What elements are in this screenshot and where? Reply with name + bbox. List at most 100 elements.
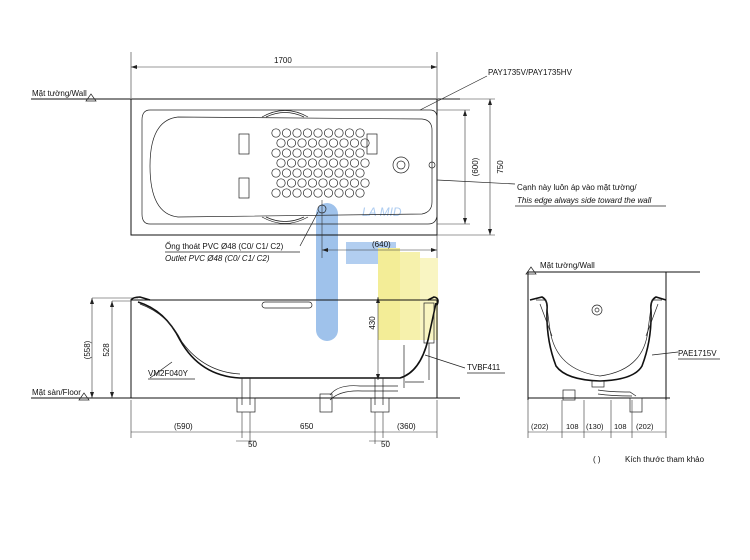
plan-view: 1700 Mặt tường/Wall: [31, 52, 666, 263]
dimple-circle: [292, 168, 302, 178]
watermark-text: LA MID: [362, 205, 402, 219]
dimple-circle: [355, 148, 365, 158]
legend: ( ) Kích thước tham khảo: [593, 455, 705, 464]
dimple-circle: [344, 188, 355, 198]
dimple-circle: [271, 148, 281, 158]
dimple-circle: [328, 158, 339, 168]
dimple-circle: [344, 148, 355, 158]
dimple-circle: [281, 188, 292, 198]
dimple-circle: [334, 188, 344, 198]
dimple-circle: [328, 178, 339, 188]
dim-bottom-mid: 650: [300, 422, 314, 431]
dimple-circle: [339, 138, 349, 148]
dimple-circle: [307, 158, 318, 168]
dimple-circle: [349, 178, 360, 188]
model-drain-label: TVBF411: [467, 363, 501, 372]
dimple-circle: [302, 168, 313, 178]
dimple-circle: [339, 178, 349, 188]
model-panel-label: PAE1715V: [678, 349, 717, 358]
dimple-circle: [318, 158, 328, 168]
dimple-circle: [318, 138, 328, 148]
dim-plan-inner: (600): [471, 157, 480, 176]
dimple-circle: [276, 158, 286, 168]
dimple-circle: [355, 168, 365, 178]
dimple-circle: [292, 128, 302, 138]
dim-side-a: (202): [531, 422, 549, 431]
dim-height-drain: 430: [368, 316, 377, 330]
dimple-circle: [360, 138, 370, 148]
dim-bottom-left: (590): [174, 422, 193, 431]
dimple-circle: [328, 138, 339, 148]
dimple-circle: [292, 188, 302, 198]
dimple-circle: [339, 158, 349, 168]
dimple-circle: [286, 158, 297, 168]
dimple-circle: [292, 148, 302, 158]
outlet-label-en: Outlet PVC Ø48 (C0/ C1/ C2): [165, 254, 270, 263]
dimple-circle: [323, 128, 334, 138]
floor-label: Mặt sàn/Floor: [32, 388, 81, 397]
dim-side-c: (130): [586, 422, 604, 431]
side-elevation: Mặt tường/Wall PAE1715V (202) 108 (130): [525, 261, 720, 438]
front-elevation: Mặt sàn/Floor (55: [31, 296, 505, 449]
dim-side-d: 108: [614, 422, 627, 431]
dim-height-total: (558): [83, 340, 92, 359]
dim-height-tub: 528: [102, 343, 111, 357]
dimple-circle: [334, 128, 344, 138]
dimple-circle: [297, 158, 307, 168]
dimple-circle: [323, 148, 334, 158]
dimple-circle: [286, 178, 297, 188]
dim-plan-width: 750: [496, 160, 505, 174]
dimple-circle: [276, 178, 286, 188]
dimple-circle: [334, 168, 344, 178]
dimple-circle: [313, 168, 323, 178]
dimple-circle: [281, 128, 292, 138]
dimple-circle: [344, 128, 355, 138]
dimple-circle: [355, 188, 365, 198]
dimple-circle: [281, 168, 292, 178]
dimple-circle: [360, 178, 370, 188]
dimple-circle: [297, 178, 307, 188]
dimple-circle: [355, 128, 365, 138]
dimple-circle: [323, 168, 334, 178]
edge-note-en: This edge always side toward the wall: [517, 196, 652, 205]
dim-side-e: (202): [636, 422, 654, 431]
watermark-logo: LA MID: [316, 203, 438, 341]
dim-leg-left: 50: [248, 440, 257, 449]
dimple-circle: [313, 188, 323, 198]
edge-note-vi: Cạnh này luôn áp vào mặt tường/: [517, 183, 637, 192]
dimple-circle: [307, 178, 318, 188]
dimple-circle: [276, 138, 286, 148]
wall-label-plan: Mặt tường/Wall: [32, 89, 87, 98]
dimple-circle: [302, 188, 313, 198]
dimple-circle: [297, 138, 307, 148]
dimple-circle: [344, 168, 355, 178]
dimple-circle: [313, 128, 323, 138]
dimple-circle: [360, 158, 370, 168]
dimple-circle: [349, 158, 360, 168]
wall-label-side: Mặt tường/Wall: [540, 261, 595, 270]
dimple-circle: [349, 138, 360, 148]
dimple-circle: [334, 148, 344, 158]
dim-plan-length: 1700: [274, 56, 292, 65]
dimple-circle: [271, 188, 281, 198]
dim-side-b: 108: [566, 422, 579, 431]
dimple-pattern: [271, 128, 370, 198]
dimple-circle: [302, 128, 313, 138]
dim-leg-right: 50: [381, 440, 390, 449]
legend-paren: ( ): [593, 455, 601, 464]
dim-outlet-offset: (640): [372, 240, 391, 249]
dim-bottom-right: (360): [397, 422, 416, 431]
dimple-circle: [271, 168, 281, 178]
dimple-circle: [307, 138, 318, 148]
dimple-circle: [271, 128, 281, 138]
dimple-circle: [302, 148, 313, 158]
legend-text: Kích thước tham khảo: [625, 455, 705, 464]
dimple-circle: [323, 188, 334, 198]
model-leg-label: VM2F040Y: [148, 369, 189, 378]
model-tub-label: PAY1735V/PAY1735HV: [488, 68, 573, 77]
dimple-circle: [286, 138, 297, 148]
dimple-circle: [281, 148, 292, 158]
outlet-label-vi: Ống thoát PVC Ø48 (C0/ C1/ C2): [165, 241, 284, 251]
dimple-circle: [313, 148, 323, 158]
dimple-circle: [318, 178, 328, 188]
